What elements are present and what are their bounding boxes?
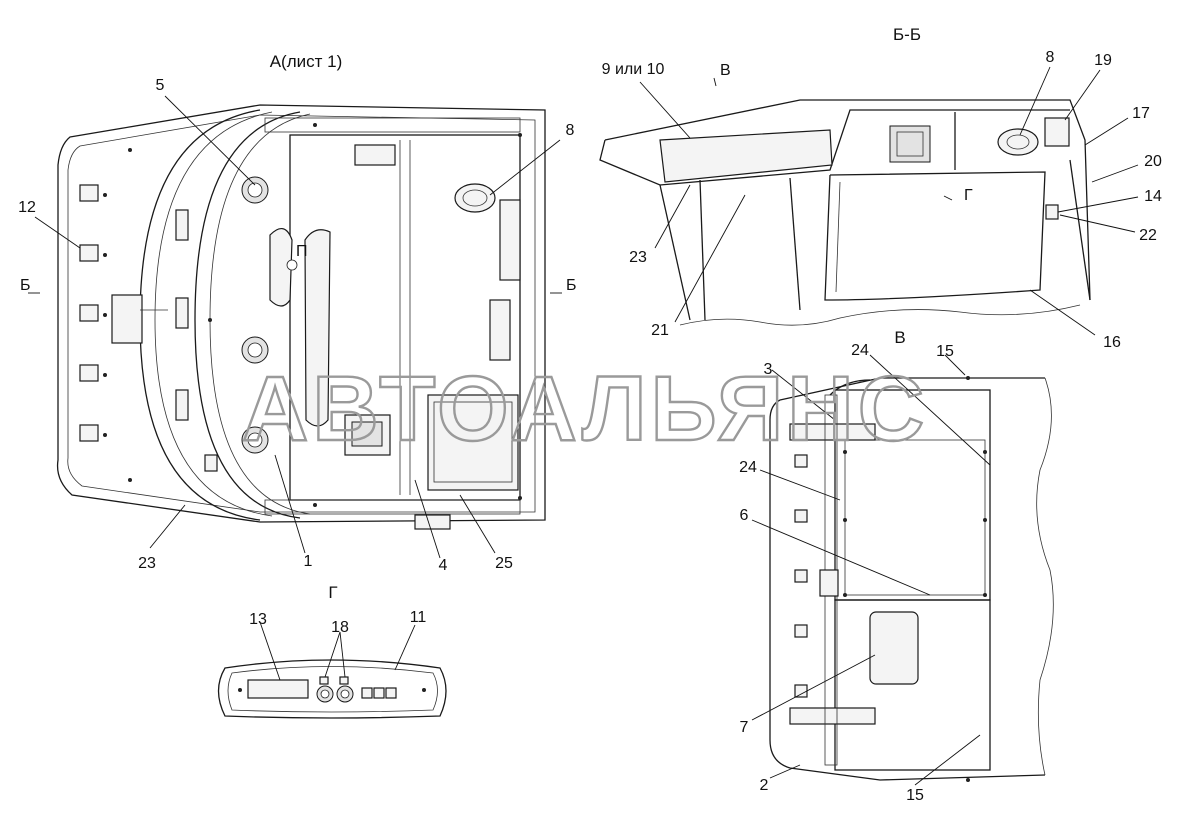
callout-g-11: 11 — [410, 609, 427, 626]
callout-v-15-top: 15 — [936, 343, 954, 360]
callout-bb-8: 8 — [1046, 49, 1055, 66]
callout-a-8: 8 — [566, 122, 575, 139]
callout-v-3: 3 — [764, 361, 773, 378]
callout-bb-17: 17 — [1132, 105, 1150, 122]
view-v-drawing — [769, 376, 1054, 782]
callout-bb-21: 21 — [651, 322, 669, 339]
view-g-drawing — [217, 659, 447, 719]
leader-lines — [28, 66, 1139, 786]
top-p-marker: П — [296, 243, 308, 260]
callout-v-7: 7 — [740, 719, 749, 736]
callout-bb-9-10: 9 или 10 — [602, 61, 665, 78]
callout-a-23: 23 — [138, 555, 156, 572]
callout-bb-19: 19 — [1094, 52, 1112, 69]
callout-bb-14: 14 — [1144, 188, 1162, 205]
callout-bb-20: 20 — [1144, 153, 1162, 170]
callout-bb-23: 23 — [629, 249, 647, 266]
section-marker-right: Б — [566, 277, 577, 294]
view-v-switch-panel — [794, 454, 808, 698]
callout-bb-22: 22 — [1139, 227, 1157, 244]
section-bb-drawing — [599, 99, 1091, 326]
view-a-drawing — [56, 104, 546, 530]
watermark: АВТОАЛЬЯНС — [242, 358, 928, 460]
view-a-title: А(лист 1) — [270, 52, 343, 71]
callout-a-5: 5 — [156, 77, 165, 94]
callout-v-2: 2 — [760, 777, 769, 794]
callout-g-13: 13 — [249, 611, 267, 628]
callout-g-18: 18 — [331, 619, 349, 636]
section-marker-left: Б — [20, 277, 31, 294]
callout-v-24-top: 24 — [851, 342, 869, 359]
callout-a-4: 4 — [439, 557, 448, 574]
callout-numbers: 5 8 12 23 1 4 25 9 или 10 8 19 17 20 14 … — [18, 49, 1162, 804]
callout-v-6: 6 — [740, 507, 749, 524]
bb-arrow-v-label: В — [720, 62, 731, 79]
view-g-title: Г — [328, 583, 337, 602]
titles: А(лист 1) Б-Б В Г — [270, 25, 921, 602]
section-bb-title: Б-Б — [893, 25, 921, 44]
callout-bb-16: 16 — [1103, 334, 1121, 351]
callout-a-1: 1 — [304, 553, 313, 570]
markers: Б Б В Г П — [20, 62, 973, 294]
callout-v-24-left: 24 — [739, 459, 757, 476]
view-a-switch-panel — [79, 184, 99, 442]
view-v-title: В — [894, 328, 905, 347]
bb-arrow-g-label: Г — [964, 187, 973, 204]
callout-a-12: 12 — [18, 199, 36, 216]
callout-a-25: 25 — [495, 555, 513, 572]
callout-v-15-bottom: 15 — [906, 787, 924, 804]
